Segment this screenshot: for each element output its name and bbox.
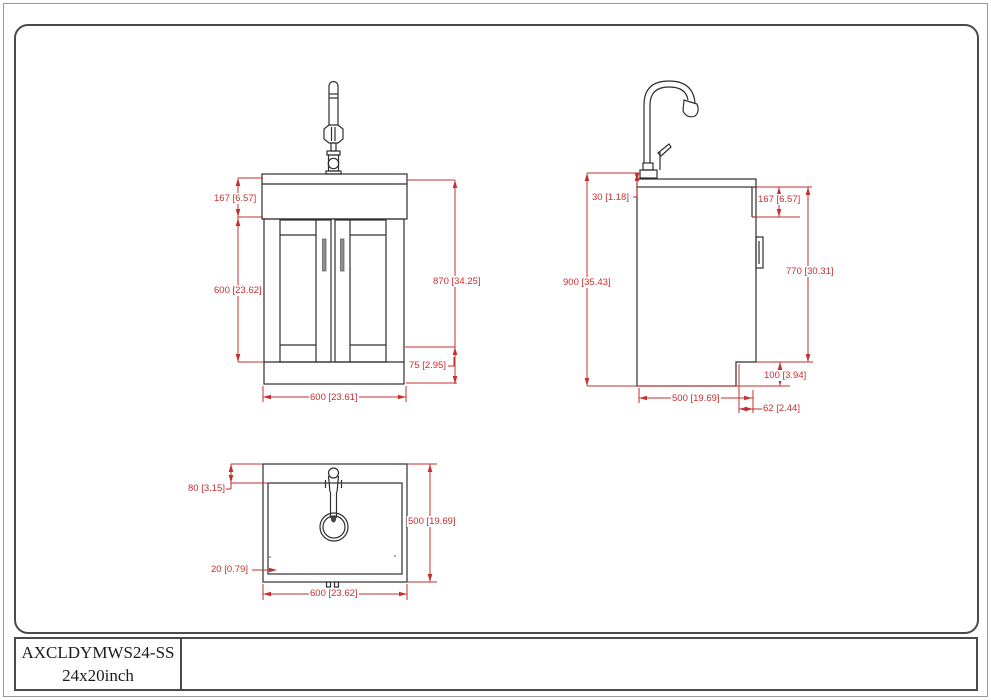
sheet-inner-border <box>14 24 979 634</box>
dim-side-overall-height: 900 [35.43] <box>562 277 612 288</box>
size-label: 24x20inch <box>62 666 134 685</box>
dim-front-door-height: 600 [23.62] <box>213 285 263 296</box>
dim-front-overall-height: 870 [34.25] <box>432 276 482 287</box>
side-view-drawing <box>636 80 764 387</box>
title-block-empty-cell <box>182 639 976 689</box>
dim-top-rim-offset: 20 [0.79] <box>210 564 249 575</box>
dim-front-sink-height: 167 [6.57] <box>213 193 258 204</box>
faucet-front-icon <box>323 80 344 175</box>
drain-icon <box>319 512 349 542</box>
top-view-drawing <box>262 463 408 588</box>
title-block-model-cell: AXCLDYMWS24-SS 24x20inch <box>16 639 182 689</box>
dim-side-kick-recess: 62 [2.44] <box>762 403 801 414</box>
dim-side-body-height: 770 [30.31] <box>785 266 835 277</box>
model-number: AXCLDYMWS24-SS <box>21 643 175 662</box>
title-block: AXCLDYMWS24-SS 24x20inch <box>14 637 978 691</box>
faucet-side-icon <box>639 80 699 179</box>
dim-side-kick-height: 100 [3.94] <box>763 370 808 381</box>
dim-top-overall-width: 600 [23.62] <box>309 588 359 599</box>
dim-side-overall-depth: 500 [19.69] <box>671 393 721 404</box>
door-handle-icon <box>322 238 345 272</box>
sheet-outer-border <box>3 3 988 697</box>
dimension-arrowheads <box>228 173 811 597</box>
dimension-lines <box>225 172 813 600</box>
dim-top-back-offset: 80 [3.15] <box>187 483 226 494</box>
dim-front-base-height: 75 [2.95] <box>408 360 447 371</box>
door-handle-side-icon <box>755 236 764 269</box>
dim-front-overall-width: 600 [23.61] <box>309 392 359 403</box>
dim-side-sink-depth: 167 [6.57] <box>757 194 802 205</box>
front-view-drawing <box>261 80 408 385</box>
dim-side-counter-lip: 30 [1.18] <box>591 192 630 203</box>
dim-top-overall-depth: 500 [19.69] <box>407 516 457 527</box>
